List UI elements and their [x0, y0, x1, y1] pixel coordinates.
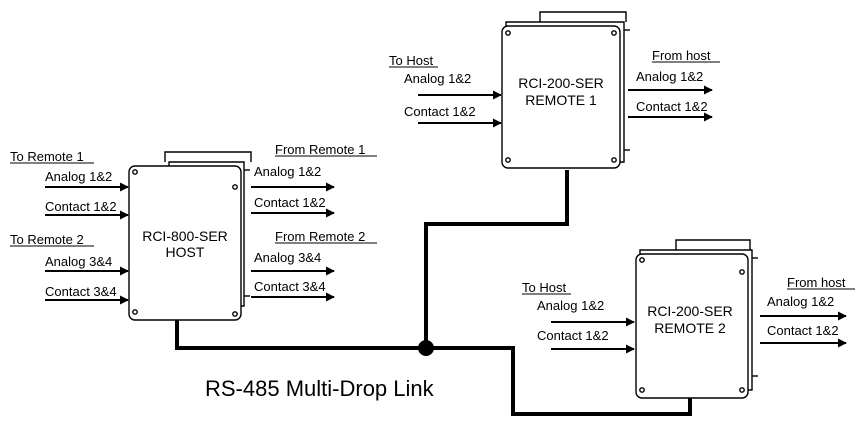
host-out-analog-3-4-label: Analog 3&4 [254, 250, 321, 265]
host-enclosure [128, 151, 252, 321]
remote2-role-label: REMOTE 2 [654, 320, 726, 336]
remote1-heading-to-host: To Host [389, 53, 433, 68]
host-in-analog-1-2-label: Analog 1&2 [45, 169, 112, 184]
remote2-enclosure [635, 239, 758, 399]
host-heading-from-remote-2: From Remote 2 [275, 229, 365, 244]
host-heading-to-remote-2: To Remote 2 [10, 232, 84, 247]
host-heading-to-remote-1: To Remote 1 [10, 149, 84, 164]
host-heading-from-remote-1: From Remote 1 [275, 142, 365, 157]
remote1-enclosure [501, 11, 630, 169]
remote2-heading-to-host: To Host [522, 280, 566, 295]
remote1-in-contact-label: Contact 1&2 [404, 104, 476, 119]
host-in-contact-3-4-label: Contact 3&4 [45, 284, 117, 299]
remote2-heading-from-host: From host [787, 275, 846, 290]
remote1-bus-drop [424, 170, 569, 348]
link-label: RS-485 Multi-Drop Link [205, 376, 435, 401]
host-in-contact-1-2-label: Contact 1&2 [45, 199, 117, 214]
host-out-contact-3-4-label: Contact 3&4 [254, 279, 326, 294]
host-out-analog-1-2-label: Analog 1&2 [254, 164, 321, 179]
remote2-out-contact-label: Contact 1&2 [767, 323, 839, 338]
host-out-contact-1-2-label: Contact 1&2 [254, 195, 326, 210]
host-model-label: RCI-800-SER [142, 228, 228, 244]
remote1-heading-from-host: From host [652, 48, 711, 63]
remote2-in-analog-label: Analog 1&2 [537, 298, 604, 313]
remote2-in-contact-label: Contact 1&2 [537, 328, 609, 343]
host-bus-drop [175, 318, 426, 350]
remote1-out-analog-label: Analog 1&2 [636, 69, 703, 84]
host-in-analog-3-4-label: Analog 3&4 [45, 254, 112, 269]
remote1-out-contact-label: Contact 1&2 [636, 99, 708, 114]
remote1-role-label: REMOTE 1 [525, 92, 597, 108]
remote1-model-label: RCI-200-SER [518, 75, 604, 91]
remote2-out-analog-label: Analog 1&2 [767, 294, 834, 309]
host-role-label: HOST [166, 244, 205, 260]
remote2-model-label: RCI-200-SER [647, 303, 733, 319]
bus-junction-node [418, 340, 434, 356]
rs485-bus [175, 170, 692, 416]
remote2-bus-drop [426, 346, 692, 416]
remote1-in-analog-label: Analog 1&2 [404, 71, 471, 86]
